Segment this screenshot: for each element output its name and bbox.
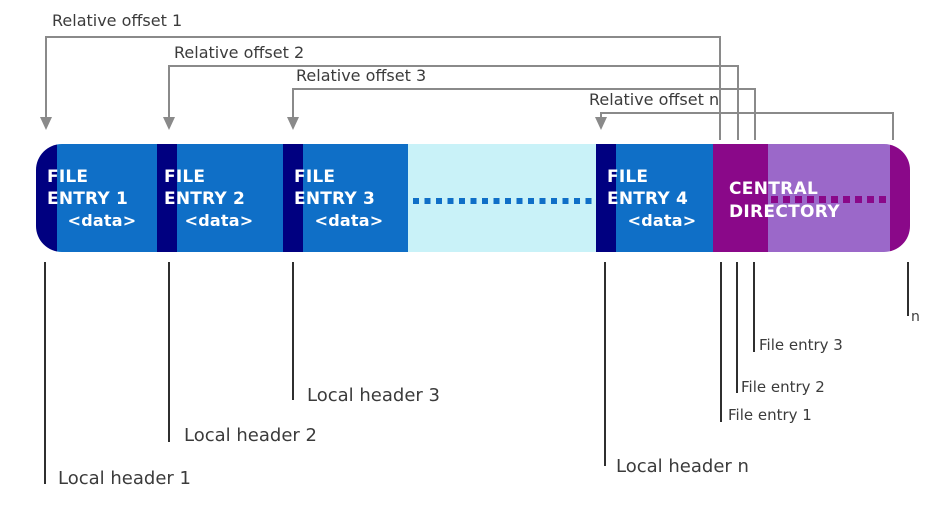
file-entry-1-line2: ENTRY 1 — [47, 189, 129, 209]
down-arrowhead-icon — [287, 117, 299, 130]
file-entry-4-line2: ENTRY 4 — [607, 189, 689, 209]
down-arrowhead-icon — [595, 117, 607, 130]
cd-file-entry-line-1 — [720, 262, 722, 422]
relative-offset-line-n — [600, 112, 894, 114]
file-entry-2-line2: ENTRY 2 — [164, 189, 246, 209]
local-header-segment-3 — [283, 144, 303, 252]
file-entry-1-line1: FILE — [47, 167, 89, 187]
relative-offset-label-3: Relative offset 3 — [296, 66, 427, 85]
relative-offset-drop-3 — [292, 88, 294, 117]
file-entry-4-label: FILE ENTRY 4 <data> — [607, 166, 717, 232]
relative-offset-label-n: Relative offset n — [589, 90, 720, 109]
relative-offset-target-line-3 — [754, 88, 756, 140]
file-entry-2-label: FILE ENTRY 2 <data> — [164, 166, 274, 232]
local-header-label-n: Local header n — [616, 456, 749, 477]
file-entry-segment-2 — [177, 144, 283, 252]
file-entry-4-line1: FILE — [607, 167, 649, 187]
file-entry-2-data: <data> — [184, 211, 254, 230]
relative-offset-line-3 — [292, 88, 756, 90]
end-marker-label: n — [911, 309, 920, 325]
cd-file-entry-line-3 — [753, 262, 755, 352]
central-directory-segment — [713, 144, 768, 252]
file-entry-4-data: <data> — [627, 211, 697, 230]
central-directory-line2: DIRECTORY — [729, 202, 840, 222]
cd-file-entry-label-2: File entry 2 — [741, 378, 825, 396]
file-entry-segment-1 — [57, 144, 157, 252]
file-entry-3-label: FILE ENTRY 3 <data> — [294, 166, 404, 232]
file-entry-1-label: FILE ENTRY 1 <data> — [47, 166, 157, 232]
end-marker-line — [907, 262, 909, 316]
central-directory-line1: CENTRAL — [729, 179, 819, 199]
cd-file-entry-line-2 — [736, 262, 738, 393]
relative-offset-drop-1 — [45, 36, 47, 117]
file-entry-3-line1: FILE — [294, 167, 336, 187]
relative-offset-label-2: Relative offset 2 — [174, 43, 305, 62]
bar-right-cap — [890, 144, 910, 252]
file-entry-segment-3 — [303, 144, 408, 252]
local-header-label-2: Local header 2 — [184, 425, 317, 446]
relative-offset-line-2 — [168, 65, 739, 67]
relative-offset-target-line-n — [892, 112, 894, 140]
local-header-segment-n — [596, 144, 616, 252]
local-header-line-n — [604, 262, 606, 466]
local-header-line-3 — [292, 262, 294, 400]
relative-offset-label-1: Relative offset 1 — [52, 11, 183, 30]
relative-offset-target-line-2 — [737, 65, 739, 140]
local-header-label-3: Local header 3 — [307, 385, 440, 406]
local-header-line-1 — [44, 262, 46, 484]
relative-offset-drop-n — [600, 112, 602, 117]
file-entry-3-data: <data> — [314, 211, 384, 230]
ellipsis-dots-icon — [413, 198, 594, 204]
relative-offset-line-1 — [45, 36, 721, 38]
file-entry-2-line1: FILE — [164, 167, 206, 187]
file-entry-segment-4 — [616, 144, 713, 252]
cd-file-entry-label-3: File entry 3 — [759, 336, 843, 354]
file-entry-3-line2: ENTRY 3 — [294, 189, 376, 209]
relative-offset-drop-2 — [168, 65, 170, 117]
central-directory-label: CENTRAL DIRECTORY — [729, 178, 840, 224]
down-arrowhead-icon — [40, 117, 52, 130]
down-arrowhead-icon — [163, 117, 175, 130]
cd-file-entry-label-1: File entry 1 — [728, 406, 812, 424]
local-header-line-2 — [168, 262, 170, 442]
local-header-label-1: Local header 1 — [58, 468, 191, 489]
file-entry-1-data: <data> — [67, 211, 137, 230]
local-header-segment-2 — [157, 144, 177, 252]
local-header-segment-1 — [36, 144, 57, 252]
central-directory-dots-icon — [771, 196, 889, 203]
